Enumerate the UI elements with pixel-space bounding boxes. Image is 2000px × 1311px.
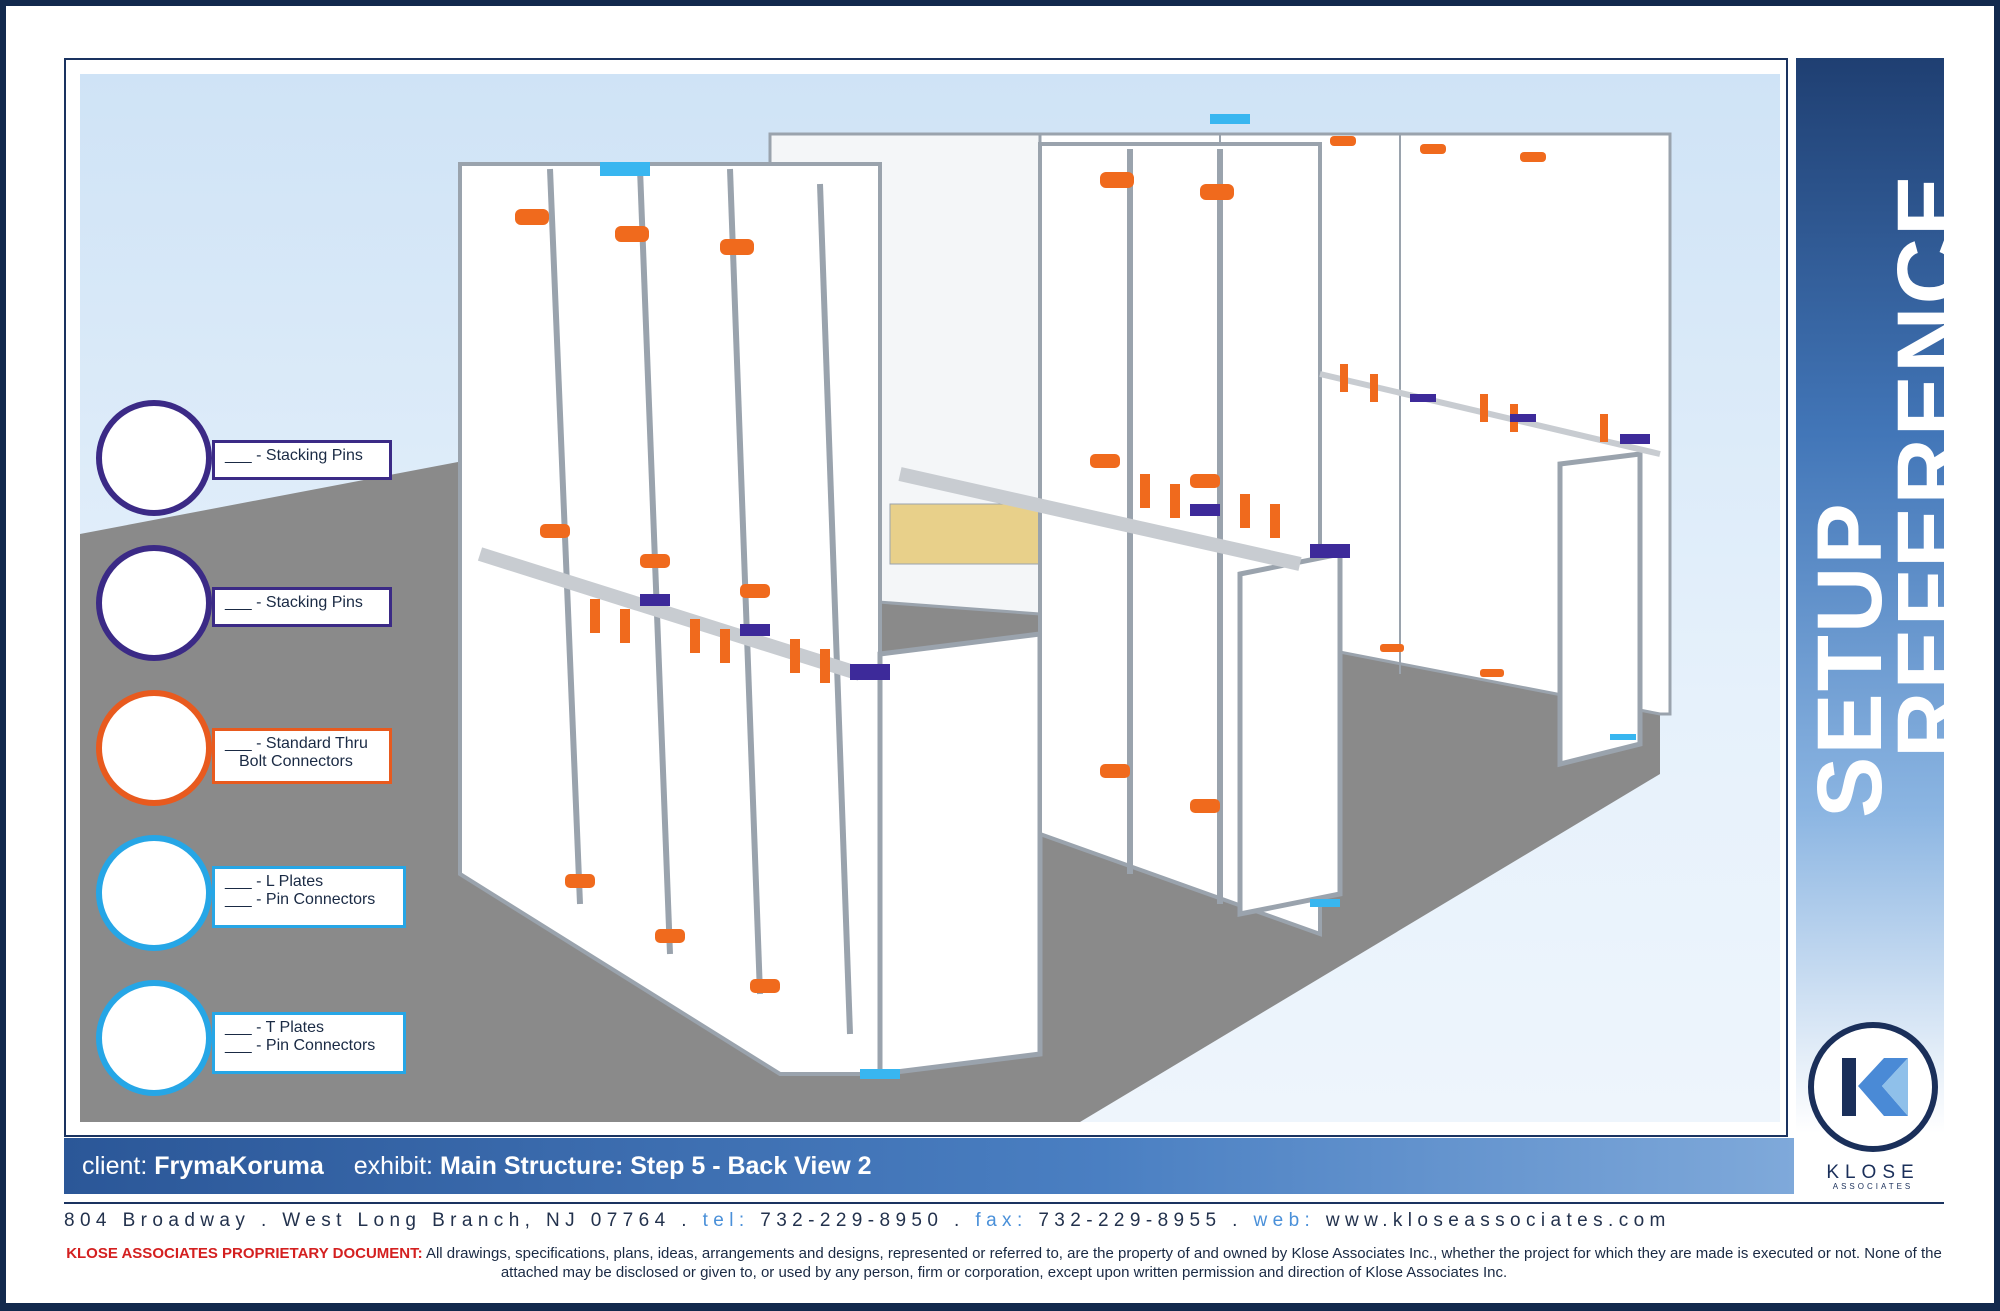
tel-label: tel:	[702, 1210, 750, 1231]
web-label: web:	[1253, 1210, 1316, 1231]
legal-text: All drawings, specifications, plans, ide…	[422, 1245, 1942, 1281]
legend-label: ___ - Stacking Pins	[212, 440, 392, 480]
exhibit-label: exhibit:	[353, 1151, 433, 1180]
frame-right	[1994, 0, 2000, 1311]
plate-markers	[600, 114, 1636, 1079]
structure-illustration	[80, 114, 1672, 1122]
info-bar: client: FrymaKoruma exhibit: Main Struct…	[64, 1138, 1794, 1194]
logo-sub: ASSOCIATES	[1832, 1182, 1914, 1191]
front-door-panel	[877, 631, 1043, 1077]
klose-logo	[1808, 1022, 1938, 1152]
web-address: www.kloseassociates.com	[1315, 1210, 1671, 1231]
klose-logo-icon	[1842, 1058, 1908, 1116]
logo-word: KLOSE	[1826, 1162, 1920, 1183]
stacking-pin-markers	[640, 394, 1650, 680]
client-value: FrymaKoruma	[154, 1151, 324, 1180]
tel-number: 732-229-8950 .	[749, 1210, 976, 1231]
legal-notice: KLOSE ASSOCIATES PROPRIETARY DOCUMENT: A…	[64, 1244, 1944, 1282]
frame-left	[0, 0, 6, 1311]
frame-bottom	[0, 1303, 2000, 1311]
legend-label: ___ - L Plates___ - Pin Connectors	[212, 866, 406, 928]
thru-bolt-markers	[515, 136, 1608, 993]
stacking-pin-icon	[96, 545, 212, 661]
address-street: 804 Broadway . West Long Branch, NJ 0776…	[64, 1210, 703, 1231]
legend-label: ___ - Stacking Pins	[212, 587, 392, 627]
legal-heading: KLOSE ASSOCIATES PROPRIETARY DOCUMENT:	[66, 1245, 423, 1262]
legend-label: ___ - T Plates___ - Pin Connectors	[212, 1012, 406, 1074]
thru-bolt-icon	[96, 690, 212, 806]
side-banner: SETUP REFERENCE	[1796, 58, 1981, 1133]
t-plate-icon	[96, 980, 212, 1096]
client-label: client:	[82, 1151, 148, 1180]
exhibit-value: Main Structure: Step 5 - Back View 2	[439, 1151, 872, 1180]
fax-label: fax:	[975, 1210, 1028, 1231]
fax-number: 732-229-8955 .	[1027, 1210, 1254, 1231]
l-plate-icon	[96, 835, 212, 951]
address-rule	[64, 1202, 1944, 1204]
banner-reference: REFERENCE	[1879, 172, 1981, 758]
address-line: 804 Broadway . West Long Branch, NJ 0776…	[64, 1210, 1944, 1232]
exhibit-drawing	[80, 74, 1780, 1122]
frame-top	[0, 0, 2000, 6]
stacking-pin-icon	[96, 400, 212, 516]
